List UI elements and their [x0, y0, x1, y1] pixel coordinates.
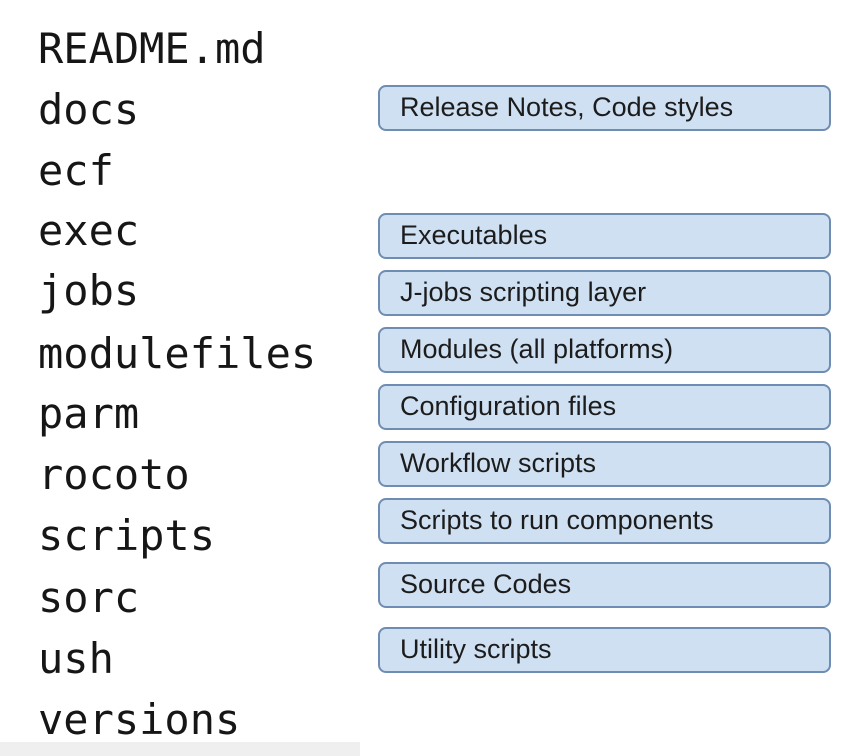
dir-ecf: ecf — [38, 146, 114, 195]
dir-jobs: jobs — [38, 266, 140, 315]
desc-box-parm: Configuration files — [378, 384, 831, 430]
bottom-edge-shade — [0, 742, 360, 756]
desc-box-exec: Executables — [378, 213, 831, 259]
desc-box-ush: Utility scripts — [378, 627, 831, 673]
dir-rocoto: rocoto — [38, 450, 190, 499]
dir-scripts: scripts — [38, 511, 216, 560]
dir-readme: README.md — [38, 24, 266, 73]
dir-docs: docs — [38, 85, 140, 134]
dir-ush: ush — [38, 634, 114, 683]
desc-box-docs: Release Notes, Code styles — [378, 85, 831, 131]
dir-parm: parm — [38, 389, 140, 438]
desc-box-rocoto: Workflow scripts — [378, 441, 831, 487]
desc-box-jobs: J-jobs scripting layer — [378, 270, 831, 316]
desc-box-sorc: Source Codes — [378, 562, 831, 608]
dir-modulefiles: modulefiles — [38, 329, 317, 378]
dir-exec: exec — [38, 206, 140, 255]
dir-versions: versions — [38, 695, 241, 744]
desc-box-scripts: Scripts to run components — [378, 498, 831, 544]
desc-box-modulefiles: Modules (all platforms) — [378, 327, 831, 373]
dir-sorc: sorc — [38, 573, 140, 622]
